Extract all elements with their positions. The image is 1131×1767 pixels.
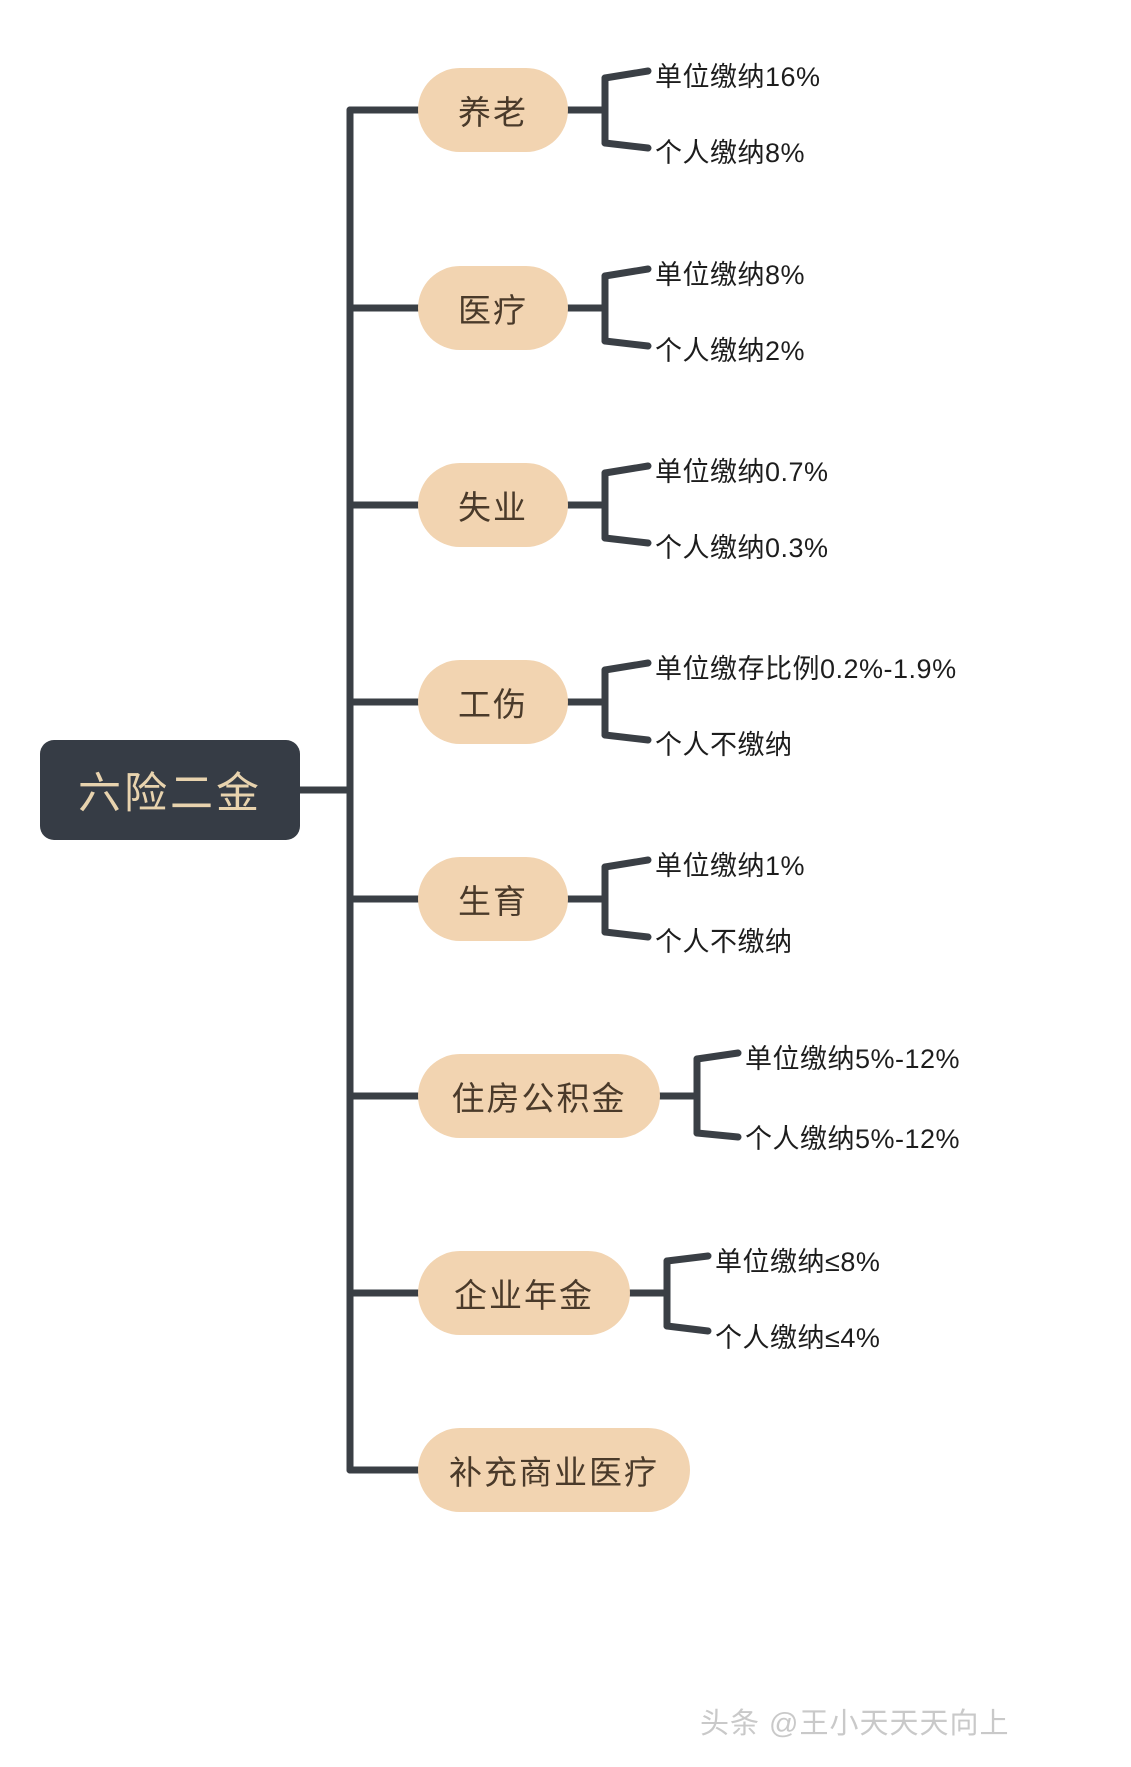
branch-node-label: 养老 — [458, 94, 528, 131]
branch-node-supplemental-commercial-medical[interactable]: 补充商业医疗 — [418, 1428, 690, 1512]
leaf-label-pension-employer: 单位缴纳16% — [655, 55, 821, 94]
leaf-label-maternity-employer: 单位缴纳1% — [655, 844, 805, 883]
leaf-text: 单位缴纳1% — [655, 851, 806, 881]
leaf-text: 单位缴纳5%-12% — [745, 1044, 961, 1074]
leaf-label-annuity-employee: 个人缴纳≤4% — [715, 1316, 880, 1355]
branch-node-enterprise-annuity[interactable]: 企业年金 — [418, 1251, 630, 1335]
branch-node-label: 失业 — [458, 489, 528, 526]
branch-node-work-injury[interactable]: 工伤 — [418, 660, 568, 744]
leaf-label-housing-fund-employer: 单位缴纳5%-12% — [745, 1037, 960, 1076]
leaf-text: 单位缴纳8% — [655, 260, 806, 290]
leaf-label-annuity-employer: 单位缴纳≤8% — [715, 1240, 880, 1279]
root-node-label: 六险二金 — [78, 770, 262, 818]
leaf-text: 单位缴存比例0.2%-1.9% — [655, 654, 957, 684]
branch-node-medical[interactable]: 医疗 — [418, 266, 568, 350]
branch-node-label: 补充商业医疗 — [449, 1454, 659, 1491]
leaf-label-pension-employee: 个人缴纳8% — [655, 131, 805, 170]
branch-node-pension[interactable]: 养老 — [418, 68, 568, 152]
leaf-label-unemployment-employer: 单位缴纳0.7% — [655, 450, 829, 489]
branch-node-label: 住房公积金 — [451, 1080, 627, 1117]
leaf-text: 个人缴纳2% — [655, 336, 806, 366]
leaf-text: 个人不缴纳 — [655, 927, 793, 957]
leaf-text: 单位缴纳≤8% — [715, 1247, 881, 1277]
leaf-text: 个人缴纳≤4% — [715, 1323, 881, 1353]
leaf-text: 个人缴纳5%-12% — [745, 1124, 961, 1154]
leaf-text: 个人缴纳8% — [655, 138, 806, 168]
watermark: 头条 @王小天天天向上 — [700, 1700, 1010, 1742]
leaf-label-work-injury-employee: 个人不缴纳 — [655, 723, 793, 762]
leaf-text: 单位缴纳16% — [655, 62, 821, 92]
branch-node-maternity[interactable]: 生育 — [418, 857, 568, 941]
watermark-text: 头条 @王小天天天向上 — [700, 1708, 1010, 1740]
branch-node-housing-fund[interactable]: 住房公积金 — [418, 1054, 660, 1138]
leaf-label-maternity-employee: 个人不缴纳 — [655, 920, 793, 959]
branch-node-unemployment[interactable]: 失业 — [418, 463, 568, 547]
branch-node-label: 企业年金 — [454, 1277, 594, 1314]
leaf-label-medical-employee: 个人缴纳2% — [655, 329, 805, 368]
root-node[interactable]: 六险二金 — [40, 740, 300, 840]
branch-node-label: 医疗 — [458, 292, 528, 329]
leaf-label-housing-fund-employee: 个人缴纳5%-12% — [745, 1117, 960, 1156]
leaf-label-work-injury-employer: 单位缴存比例0.2%-1.9% — [655, 647, 957, 686]
leaf-text: 个人不缴纳 — [655, 730, 793, 760]
leaf-label-medical-employer: 单位缴纳8% — [655, 253, 805, 292]
leaf-text: 个人缴纳0.3% — [655, 533, 829, 563]
leaf-text: 单位缴纳0.7% — [655, 457, 829, 487]
branch-node-label: 生育 — [458, 883, 528, 920]
leaf-label-unemployment-employee: 个人缴纳0.3% — [655, 526, 829, 565]
branch-node-label: 工伤 — [458, 686, 528, 723]
